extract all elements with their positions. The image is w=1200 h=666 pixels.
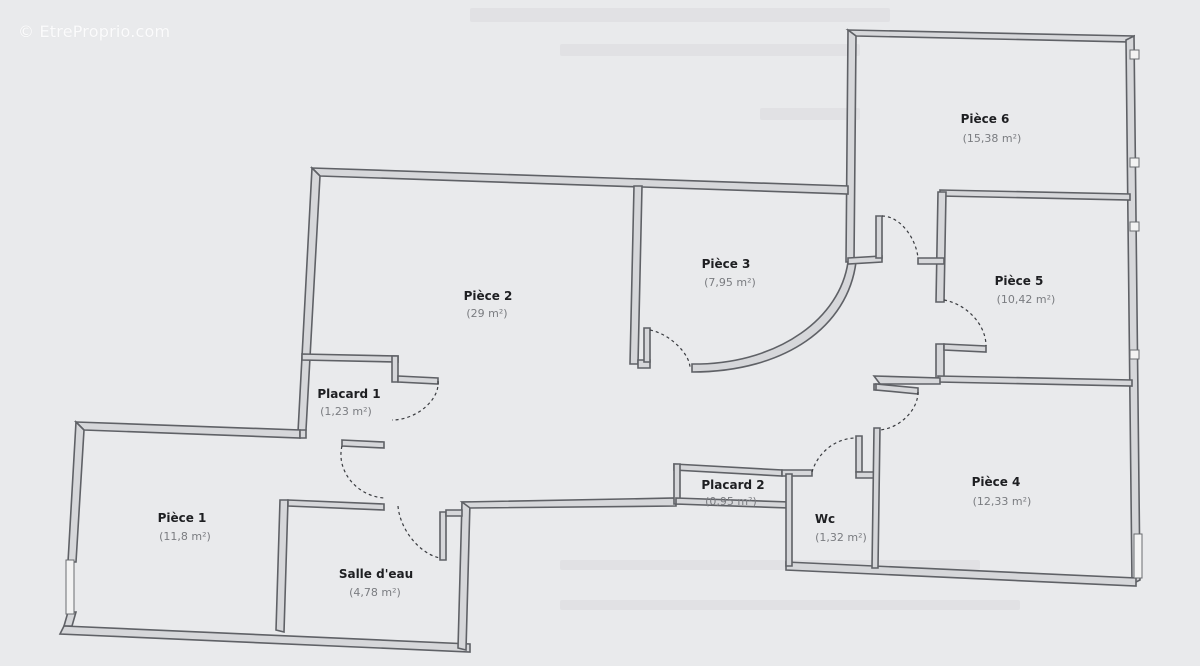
walls-piece-4 <box>872 375 941 395</box>
room-name-piece-3: Pièce 3 <box>702 257 751 271</box>
walls-piece-5 <box>917 189 1133 387</box>
room-label-piece-4: Pièce 4 (12,33 m²) <box>972 475 1032 508</box>
room-area-piece-1: (11,8 m²) <box>159 530 211 543</box>
room-label-placard-1: Placard 1 (1,23 m²) <box>317 387 380 418</box>
room-area-wc: (1,32 m²) <box>815 531 867 544</box>
door-salle-deau <box>397 505 441 559</box>
room-area-placard-1: (1,23 m²) <box>320 405 372 418</box>
door-piece-1 <box>340 445 385 499</box>
window-marks <box>65 49 1143 615</box>
room-name-piece-2: Pièce 2 <box>464 289 513 303</box>
room-area-piece-5: (10,42 m²) <box>997 293 1056 306</box>
background-bleed <box>560 560 980 570</box>
door-corridor-top <box>881 215 919 259</box>
door-piece-3 <box>649 329 691 369</box>
door-wc <box>811 437 857 473</box>
room-name-salle-deau: Salle d'eau <box>339 567 413 581</box>
room-name-piece-1: Pièce 1 <box>158 511 207 525</box>
room-name-placard-1: Placard 1 <box>317 387 380 401</box>
room-label-placard-2: Placard 2 (0,95 m²) <box>701 478 764 508</box>
room-name-placard-2: Placard 2 <box>701 478 764 492</box>
background-bleed <box>560 600 1020 610</box>
room-name-wc: Wc <box>815 512 835 526</box>
room-name-piece-6: Pièce 6 <box>961 112 1010 126</box>
room-label-piece-5: Pièce 5 (10,42 m²) <box>995 274 1056 306</box>
watermark-text: © EtreProprio.com <box>18 22 171 41</box>
room-area-piece-3: (7,95 m²) <box>704 276 756 289</box>
room-area-placard-2: (0,95 m²) <box>705 495 757 508</box>
door-swings <box>340 215 987 559</box>
room-area-salle-deau: (4,78 m²) <box>349 586 401 599</box>
door-placard-1 <box>391 380 439 421</box>
walls-placard-2 <box>673 463 813 509</box>
room-label-wc: Wc (1,32 m²) <box>815 512 867 544</box>
walls-wc <box>785 427 881 569</box>
room-label-piece-3: Pièce 3 (7,95 m²) <box>702 257 756 289</box>
room-label-salle-deau: Salle d'eau (4,78 m²) <box>339 567 413 599</box>
door-piece-5 <box>943 299 987 347</box>
background-bleed <box>560 44 860 56</box>
walls-middle <box>297 166 849 434</box>
background-bleed <box>760 108 860 120</box>
walls-piece-3 <box>629 185 883 373</box>
background-bleed <box>470 8 890 22</box>
room-label-piece-1: Pièce 1 (11,8 m²) <box>158 511 211 543</box>
room-label-piece-2: Pièce 2 (29 m²) <box>464 289 513 320</box>
door-piece-4 <box>879 391 919 431</box>
walls-bottom-corridor <box>439 497 677 652</box>
room-name-piece-5: Pièce 5 <box>995 274 1044 288</box>
room-area-piece-2: (29 m²) <box>466 307 507 320</box>
walls-left-block <box>58 420 471 653</box>
room-area-piece-4: (12,33 m²) <box>973 495 1032 508</box>
room-area-piece-6: (15,38 m²) <box>963 132 1022 145</box>
room-label-piece-6: Pièce 6 (15,38 m²) <box>961 112 1022 145</box>
room-name-piece-4: Pièce 4 <box>972 475 1021 489</box>
